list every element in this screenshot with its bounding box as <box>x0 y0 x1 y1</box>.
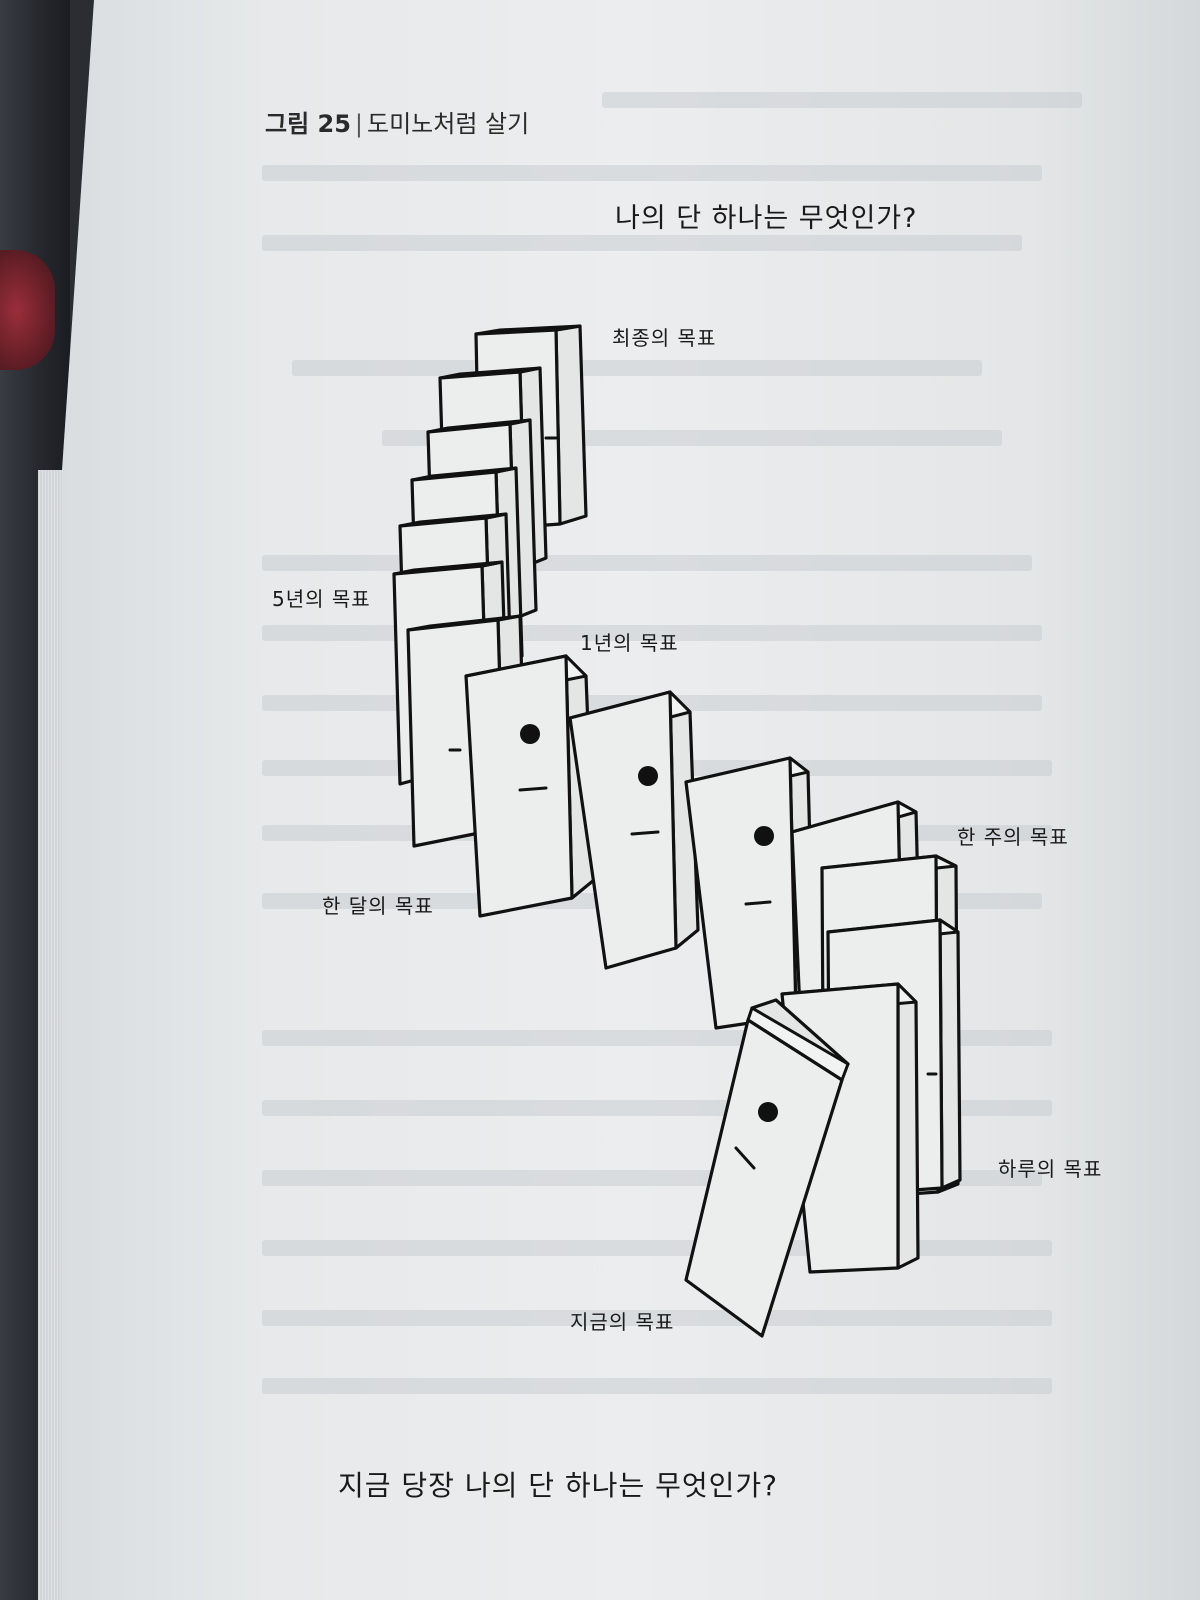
domino-now <box>684 998 850 1338</box>
label-week-goal: 한 주의 목표 <box>957 825 1069 849</box>
label-final-goal: 최종의 목표 <box>612 326 717 350</box>
figure-title: 도미노처럼 살기 <box>367 110 530 138</box>
domino-illustration <box>392 324 962 1338</box>
question-bottom: 지금 당장 나의 단 하나는 무엇인가? <box>338 1469 779 1502</box>
domino-month <box>568 690 700 970</box>
background-object <box>0 250 55 370</box>
label-now-goal: 지금의 목표 <box>570 1310 675 1334</box>
label-five-year-goal: 5년의 목표 <box>272 587 371 611</box>
question-top: 나의 단 하나는 무엇인가? <box>615 203 918 234</box>
domino-one-year <box>464 654 596 918</box>
label-day-goal: 하루의 목표 <box>998 1157 1103 1181</box>
label-month-goal: 한 달의 목표 <box>322 894 434 918</box>
figure-separator: | <box>354 110 364 138</box>
figure-header: 그림 25|도미노처럼 살기 <box>265 104 529 139</box>
label-one-year-goal: 1년의 목표 <box>580 631 679 655</box>
figure-number: 그림 25 <box>265 110 351 138</box>
